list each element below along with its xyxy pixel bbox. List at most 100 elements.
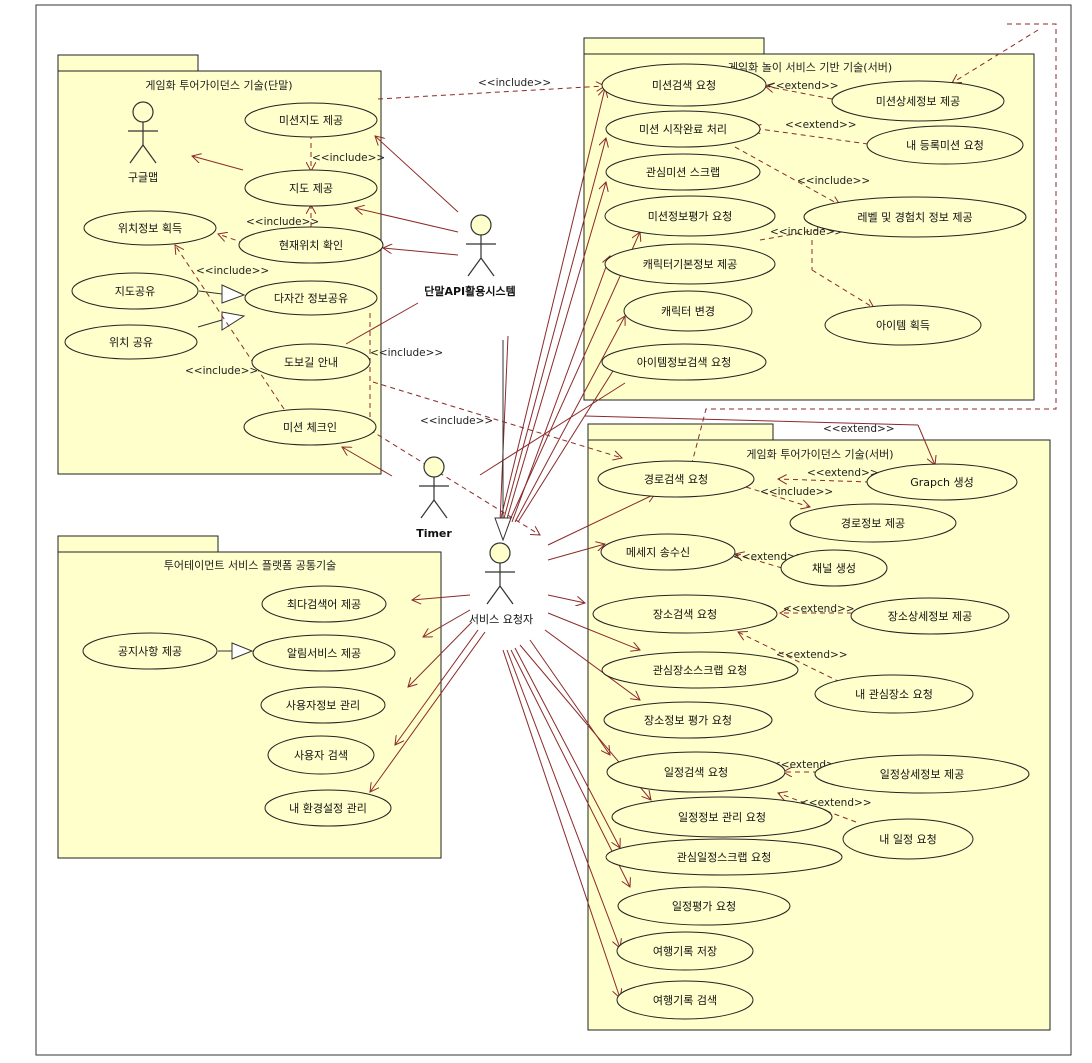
include-label: <<include>> — [420, 415, 493, 427]
usecase-my-place[interactable] — [814, 674, 974, 714]
usecase-my-schedule[interactable] — [842, 818, 974, 860]
usecase-label: 경로정보 제공 — [841, 517, 905, 530]
actor-label-timer: Timer — [416, 527, 452, 540]
usecase-multi-share[interactable] — [244, 280, 378, 316]
usecase-schedule-eval[interactable] — [617, 886, 791, 926]
usecase-label: 메세지 송수신 — [626, 546, 690, 559]
usecase-char-basic[interactable] — [604, 243, 776, 285]
usecase-schedule-search[interactable] — [606, 751, 786, 793]
usecase-map-provide[interactable] — [244, 169, 378, 207]
usecase-label: 캐릭터 변경 — [661, 305, 715, 318]
usecase-fav-schedule-scrap[interactable] — [605, 838, 843, 876]
usecase-label: 지도 제공 — [289, 182, 333, 195]
usecase-mission-map[interactable] — [244, 102, 378, 138]
usecase-mission-start-end[interactable] — [605, 110, 761, 148]
usecase-user-search[interactable] — [267, 735, 375, 775]
usecase-top-keyword[interactable] — [261, 585, 387, 623]
usecase-label: 최다검색어 제공 — [287, 598, 361, 611]
generalization-arrows — [197, 284, 512, 660]
usecase-label: 아이템 획득 — [876, 319, 930, 332]
include-label: <<include>> — [246, 216, 319, 228]
usecase-label: 관심일정스크랩 요청 — [677, 850, 772, 864]
usecase-label: 미션상세정보 제공 — [876, 95, 960, 108]
usecase-current-location[interactable] — [238, 226, 384, 264]
actor-device-api — [466, 214, 496, 277]
usecase-label: 알림서비스 제공 — [287, 646, 361, 660]
usecase-item-get[interactable] — [824, 304, 982, 346]
package-title-server-tour: 게임화 투어가이던스 기술(서버) — [746, 448, 893, 461]
include-label: <<include>> — [478, 77, 551, 89]
actor-requester — [485, 542, 515, 605]
usecase-char-change[interactable] — [623, 290, 753, 332]
actor-head-icon — [489, 542, 511, 564]
usecase-label: 여행기록 저장 — [653, 945, 717, 958]
usecase-msg[interactable] — [600, 533, 736, 571]
include-label: <<include>> — [797, 175, 870, 187]
usecase-label: 내 일정 요청 — [879, 832, 937, 846]
usecase-travel-search[interactable] — [616, 980, 754, 1020]
usecase-label: 일정정보 관리 요청 — [678, 810, 766, 824]
usecase-label: 장소검색 요청 — [653, 608, 717, 621]
usecase-label: 내 환경설정 관리 — [289, 802, 367, 815]
extend-label: <<extend>> — [807, 467, 879, 479]
usecase-label: 도보길 안내 — [284, 356, 338, 369]
usecase-label: 지도공유 — [115, 285, 155, 298]
usecase-label: 일정검색 요청 — [664, 765, 728, 779]
usecase-place-search[interactable] — [592, 594, 778, 634]
usecase-place-detail[interactable] — [850, 597, 1010, 635]
usecase-label: Grapch 생성 — [910, 476, 974, 489]
usecase-mission-eval[interactable] — [604, 195, 776, 237]
actor-head-icon — [423, 456, 445, 478]
usecase-label: 여행기록 검색 — [653, 994, 717, 1007]
usecase-fav-place-scrap[interactable] — [601, 651, 799, 689]
usecase-walk-guide[interactable] — [251, 343, 371, 381]
usecase-label: 내 관심장소 요청 — [855, 688, 933, 701]
usecase-label: 사용자정보 관리 — [286, 699, 360, 712]
usecase-channel-gen[interactable] — [780, 549, 888, 587]
usecase-route-info[interactable] — [789, 503, 957, 543]
usecase-label: 장소상세정보 제공 — [888, 610, 972, 623]
usecase-user-manage[interactable] — [260, 686, 386, 724]
extend-label: <<extend>> — [767, 80, 839, 92]
include-label: <<include>> — [196, 265, 269, 277]
actor-head-icon — [470, 214, 492, 236]
usecase-label: 위치정보 획득 — [118, 222, 182, 235]
usecase-alert-service[interactable] — [252, 634, 396, 672]
usecase-location-get[interactable] — [83, 210, 217, 246]
include-label: <<include>> — [760, 486, 833, 498]
usecase-mission-search[interactable] — [601, 63, 767, 107]
usecase-graph-gen[interactable] — [866, 463, 1018, 501]
usecase-label: 관심장소스크랩 요청 — [653, 664, 748, 677]
package-title-common-platform: 투어테이먼트 서비스 플랫폼 공통기술 — [164, 559, 336, 572]
actor-label-device-api: 단말API활용시스템 — [424, 284, 516, 298]
usecase-label: 아이템정보검색 요청 — [637, 356, 732, 369]
usecase-place-eval[interactable] — [603, 701, 773, 739]
extend-label: <<extend>> — [823, 423, 895, 435]
usecase-fav-mission-scrap[interactable] — [605, 153, 761, 191]
dependency-lines — [175, 23, 1057, 823]
usecase-mission-detail[interactable] — [831, 80, 1005, 122]
usecase-label: 채널 생성 — [812, 562, 856, 575]
usecase-item-search[interactable] — [601, 343, 767, 381]
usecase-route-search[interactable] — [597, 460, 755, 498]
usecase-label: 다자간 정보공유 — [274, 292, 348, 305]
usecase-schedule-manage[interactable] — [611, 796, 833, 838]
include-label: <<include>> — [370, 347, 443, 359]
package-client-tour: 게임화 투어가이던스 기술(단말) — [57, 54, 382, 475]
usecase-mission-checkin[interactable] — [243, 408, 377, 446]
actor-timer — [419, 456, 449, 519]
usecase-label: 미션 체크인 — [283, 421, 337, 434]
usecase-my-settings[interactable] — [264, 789, 392, 827]
usecase-location-share[interactable] — [64, 324, 198, 360]
usecase-schedule-detail[interactable] — [814, 754, 1030, 794]
use-case-labels: 미션지도 제공 지도 제공 위치정보 획득 현재위치 확인 지도공유 다자간 정… — [109, 79, 984, 1007]
usecase-level-exp[interactable] — [803, 196, 1027, 238]
usecase-label: 일정평가 요청 — [672, 899, 736, 913]
usecase-notice[interactable] — [82, 632, 218, 670]
usecase-map-share[interactable] — [71, 272, 199, 310]
usecase-travel-save[interactable] — [616, 931, 754, 971]
usecase-label: 장소정보 평가 요청 — [644, 714, 732, 727]
usecase-label: 사용자 검색 — [294, 749, 348, 762]
usecase-my-mission[interactable] — [866, 125, 1024, 165]
usecase-label: 경로검색 요청 — [644, 473, 708, 486]
